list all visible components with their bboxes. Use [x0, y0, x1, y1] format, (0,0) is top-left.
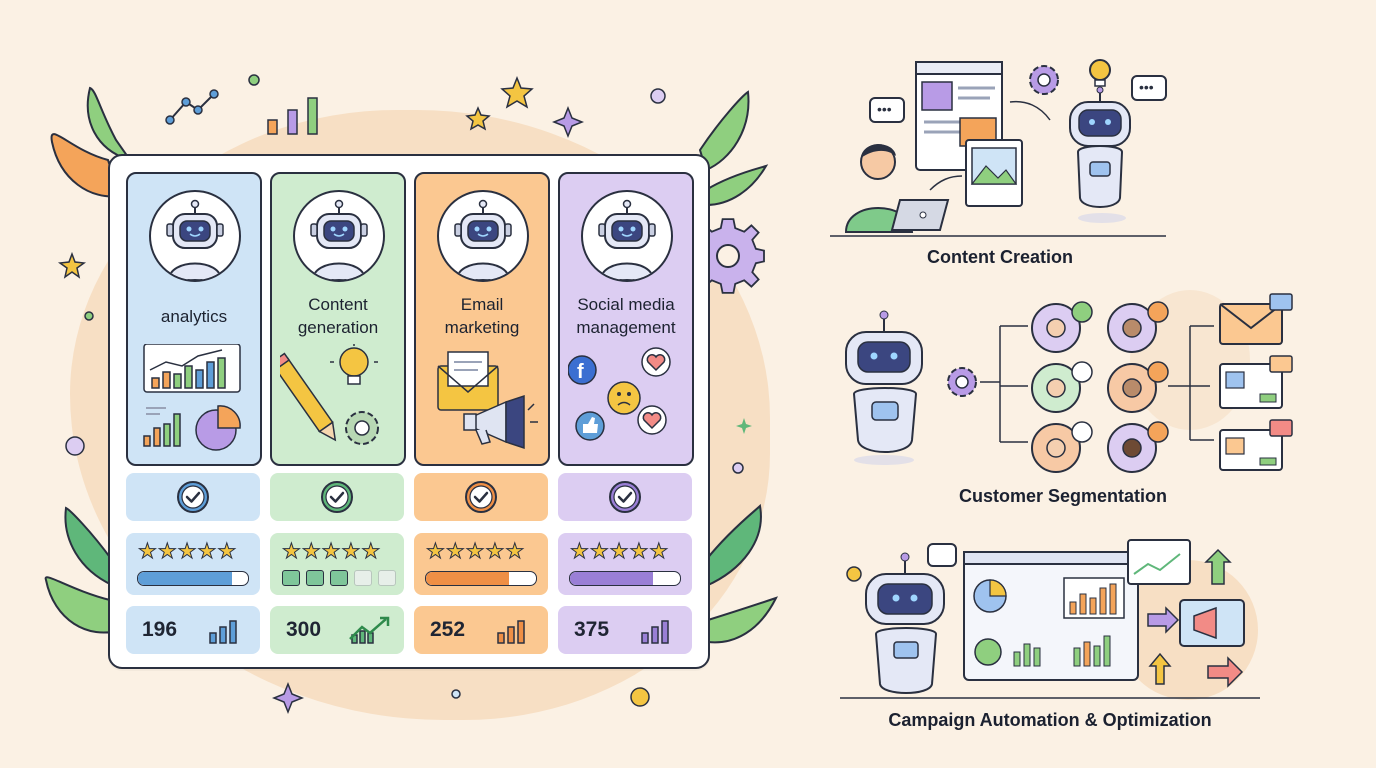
- rating-row: ★★★★★: [126, 533, 260, 595]
- star-icon: ★: [465, 540, 485, 564]
- check-circle-icon: [609, 481, 641, 513]
- email-illustration-icon: [424, 344, 540, 456]
- progress-bar-fill: [570, 572, 653, 585]
- content-creation-illustration: ••• •••: [830, 59, 1167, 237]
- star-icon: ★: [157, 540, 177, 564]
- tool-card-title: Email marketing: [444, 295, 520, 337]
- customer-segmentation-illustration: [845, 293, 1293, 473]
- tool-card-title: analytics: [160, 306, 228, 326]
- star-rating: ★★★★★: [138, 539, 237, 564]
- svg-text:f: f: [577, 361, 584, 383]
- robot-avatar-icon: [293, 190, 385, 282]
- star-icon: ★: [570, 540, 590, 564]
- stat-row: 196: [126, 606, 260, 654]
- content-creation-title: Content Creation: [927, 247, 1073, 267]
- progress-bar: [425, 571, 537, 586]
- star-icon: ★: [177, 540, 197, 564]
- stat-row: 375: [558, 606, 692, 654]
- star-icon: ★: [649, 540, 669, 564]
- robot-avatar-icon: [581, 190, 673, 282]
- star-icon: ★: [445, 540, 465, 564]
- tool-card-social[interactable]: Social media management f: [558, 172, 694, 466]
- progress-segment: [330, 570, 348, 586]
- progress-segment: [306, 570, 324, 586]
- star-icon: ★: [361, 540, 381, 564]
- star-icon: ★: [589, 540, 609, 564]
- status-check-row: [558, 473, 692, 521]
- tool-card-content[interactable]: Content generation: [270, 172, 406, 466]
- star-icon: ★: [341, 540, 361, 564]
- star-rating: ★★★★★: [282, 539, 381, 564]
- star-rating: ★★★★★: [570, 539, 669, 564]
- rating-row: ★★★★★: [414, 533, 548, 595]
- status-check-row: [126, 473, 260, 521]
- tool-card-title: Social media management: [576, 295, 676, 337]
- star-icon: ★: [505, 540, 525, 564]
- bar-chart-icon: [204, 615, 248, 650]
- star-icon: ★: [609, 540, 629, 564]
- status-check-row: [270, 473, 404, 521]
- star-icon: ★: [485, 540, 505, 564]
- progress-bar: [569, 571, 681, 586]
- star-icon: ★: [629, 540, 649, 564]
- social-illustration-icon: f: [567, 344, 684, 456]
- progress-segment: [282, 570, 300, 586]
- tool-card-title: Content generation: [297, 295, 379, 337]
- star-icon: ★: [301, 540, 321, 564]
- star-rating: ★★★★★: [426, 539, 525, 564]
- left-decorations: [44, 74, 778, 715]
- rating-row: ★★★★★: [558, 533, 692, 595]
- progress-segments: [282, 570, 396, 586]
- star-icon: ★: [321, 540, 341, 564]
- check-circle-icon: [465, 481, 497, 513]
- content-illustration-icon: [270, 342, 396, 456]
- stat-value: 252: [430, 618, 466, 641]
- svg-text:•••: •••: [877, 101, 892, 117]
- star-icon: ★: [282, 540, 302, 564]
- star-icon: ★: [138, 540, 158, 564]
- stat-value: 196: [142, 618, 178, 641]
- tool-card-email[interactable]: Email marketing: [414, 172, 550, 466]
- campaign-automation-title: Campaign Automation & Optimization: [888, 710, 1212, 730]
- progress-bar-fill: [138, 572, 232, 585]
- tool-card-analytics[interactable]: analytics: [126, 172, 262, 466]
- svg-text:•••: •••: [1139, 79, 1154, 95]
- progress-segment: [378, 570, 396, 586]
- progress-segment: [354, 570, 372, 586]
- check-circle-icon: [177, 481, 209, 513]
- status-check-row: [414, 473, 548, 521]
- robot-avatar-icon: [437, 190, 529, 282]
- analytics-illustration-icon: [136, 343, 252, 456]
- stat-value: 300: [286, 618, 322, 641]
- bar-chart-icon: [636, 615, 680, 650]
- star-icon: ★: [426, 540, 446, 564]
- check-circle-icon: [321, 481, 353, 513]
- stat-value: 375: [574, 618, 610, 641]
- campaign-automation-illustration: [840, 539, 1260, 699]
- customer-segmentation-title: Customer Segmentation: [958, 486, 1168, 506]
- star-icon: ★: [197, 540, 217, 564]
- progress-bar: [137, 571, 249, 586]
- trend-up-icon: [348, 615, 392, 650]
- star-icon: ★: [217, 540, 237, 564]
- robot-avatar-icon: [149, 190, 241, 282]
- progress-bar-fill: [426, 572, 509, 585]
- rating-row: ★★★★★: [270, 533, 404, 595]
- stat-row: 300: [270, 606, 404, 654]
- bar-chart-icon: [492, 615, 536, 650]
- stat-row: 252: [414, 606, 548, 654]
